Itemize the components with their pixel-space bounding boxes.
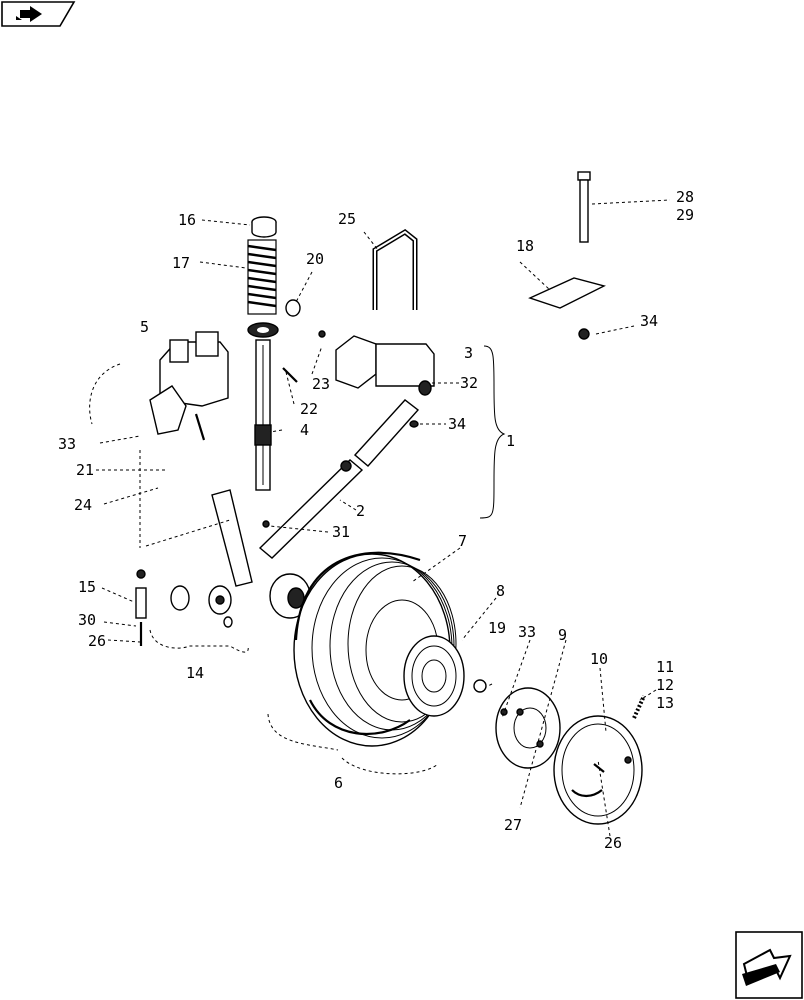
label-3: 3 bbox=[464, 344, 473, 362]
part-clamp bbox=[335, 335, 435, 396]
label-11: 11 bbox=[656, 658, 674, 676]
label-19: 19 bbox=[488, 619, 506, 637]
label-1: 1 bbox=[506, 432, 515, 450]
label-2: 2 bbox=[356, 502, 365, 520]
part-plate bbox=[528, 277, 606, 309]
part-nut-small bbox=[578, 328, 590, 340]
label-33-right: 33 bbox=[518, 623, 536, 641]
label-4: 4 bbox=[300, 421, 309, 439]
label-34-center: 34 bbox=[448, 415, 466, 433]
part-small-spring bbox=[632, 695, 646, 719]
label-23: 23 bbox=[312, 375, 330, 393]
label-30: 30 bbox=[78, 611, 96, 629]
label-27: 27 bbox=[504, 816, 522, 834]
part-cap bbox=[251, 216, 277, 238]
part-u-bolt bbox=[372, 228, 418, 310]
part-brake-plate bbox=[553, 715, 643, 825]
label-13: 13 bbox=[656, 694, 674, 712]
label-7: 7 bbox=[458, 532, 467, 550]
part-hub-small bbox=[149, 585, 249, 653]
label-34-right: 34 bbox=[640, 312, 658, 330]
label-8: 8 bbox=[496, 582, 505, 600]
leader-lines bbox=[96, 199, 671, 837]
label-20: 20 bbox=[306, 250, 324, 268]
label-16: 16 bbox=[178, 211, 196, 229]
label-26-right: 26 bbox=[604, 834, 622, 852]
part-shaft bbox=[254, 339, 272, 491]
label-22: 22 bbox=[300, 400, 318, 418]
part-spring bbox=[247, 239, 277, 315]
label-33-left: 33 bbox=[58, 435, 76, 453]
part-bolt bbox=[577, 171, 591, 243]
part-washer-hole bbox=[257, 327, 269, 333]
label-14: 14 bbox=[186, 664, 204, 682]
next-page-arrow-icon[interactable] bbox=[735, 931, 803, 999]
part-pins-left bbox=[135, 569, 147, 646]
label-10: 10 bbox=[590, 650, 608, 668]
part-rim bbox=[403, 635, 465, 717]
callout-labels: 16 17 20 25 5 23 22 4 3 32 34 1 2 31 33 … bbox=[58, 188, 694, 852]
label-17: 17 bbox=[172, 254, 190, 272]
part-arm bbox=[211, 399, 420, 587]
part-pin-head bbox=[318, 330, 326, 338]
label-29: 29 bbox=[676, 206, 694, 224]
part-nut-small-2 bbox=[409, 420, 419, 428]
part-pin bbox=[282, 367, 298, 383]
label-24: 24 bbox=[74, 496, 92, 514]
label-28: 28 bbox=[676, 188, 694, 206]
label-26-left: 26 bbox=[88, 632, 106, 650]
label-9: 9 bbox=[558, 626, 567, 644]
part-nut bbox=[473, 679, 487, 693]
forward-arrow-tab-icon[interactable] bbox=[1, 1, 76, 27]
label-32: 32 bbox=[460, 374, 478, 392]
label-18: 18 bbox=[516, 237, 534, 255]
label-12: 12 bbox=[656, 676, 674, 694]
label-25: 25 bbox=[338, 210, 356, 228]
brace-assembly-1 bbox=[479, 345, 506, 519]
label-31: 31 bbox=[332, 523, 350, 541]
label-21: 21 bbox=[76, 461, 94, 479]
part-drum bbox=[495, 687, 561, 769]
label-15: 15 bbox=[78, 578, 96, 596]
label-5: 5 bbox=[140, 318, 149, 336]
part-ring bbox=[285, 299, 301, 317]
part-bracket bbox=[89, 331, 229, 441]
label-6: 6 bbox=[334, 774, 343, 792]
